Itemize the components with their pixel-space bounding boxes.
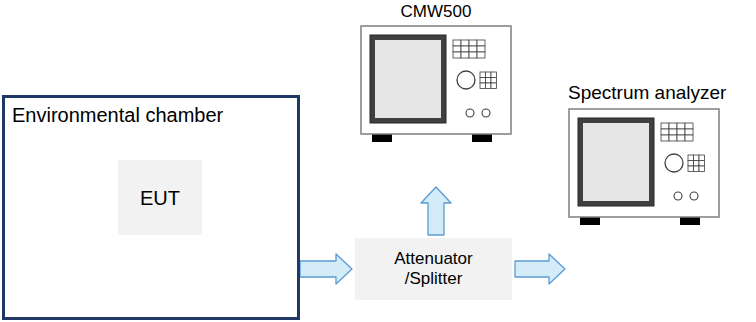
keypad-key: [685, 135, 693, 141]
instrument-icon: [360, 25, 512, 143]
rotary-knob: [665, 154, 683, 172]
keypad-key: [486, 78, 492, 84]
screen-frame: [578, 118, 654, 206]
instrument-icon: [568, 108, 720, 226]
block-arrow: [515, 254, 565, 284]
connector-port: [674, 192, 682, 200]
block-arrow: [300, 254, 352, 284]
block-arrow: [421, 187, 451, 235]
instrument-label: Spectrum analyzer: [568, 82, 726, 105]
keypad-key: [694, 166, 700, 172]
keypad-key: [688, 161, 694, 167]
keypad-key: [461, 46, 469, 52]
splitter-box: Attenuator /Splitter: [355, 238, 512, 300]
box-label: Environmental chamber: [12, 103, 223, 127]
keypad-key: [453, 52, 461, 58]
keypad-key: [480, 78, 486, 84]
connector-port: [482, 109, 490, 117]
keypad-key: [469, 52, 477, 58]
keypad-key: [677, 129, 685, 135]
keypad-key: [469, 46, 477, 52]
keypad-key: [699, 161, 705, 167]
keypad-key: [453, 46, 461, 52]
keypad-key: [477, 46, 485, 52]
keypad-key: [477, 40, 485, 46]
keypad-key: [469, 40, 477, 46]
instrument-body: [361, 26, 511, 134]
keypad-key: [669, 129, 677, 135]
keypad-key: [699, 155, 705, 161]
keypad-key: [688, 155, 694, 161]
screen: [375, 40, 441, 118]
keypad-key: [677, 123, 685, 129]
keypad-key: [661, 135, 669, 141]
keypad-key: [661, 123, 669, 129]
keypad-key: [461, 52, 469, 58]
box-label: EUT: [140, 186, 180, 210]
keypad-key: [669, 135, 677, 141]
instrument-body: [569, 109, 719, 217]
keypad-key: [685, 123, 693, 129]
keypad-key: [669, 123, 677, 129]
chamber-box: Environmental chamberEUT: [2, 95, 300, 320]
keypad-key: [477, 52, 485, 58]
instrument-label: CMW500: [401, 2, 472, 22]
keypad-key: [661, 129, 669, 135]
keypad-key: [694, 155, 700, 161]
keypad-key: [685, 129, 693, 135]
connector-port: [690, 192, 698, 200]
keypad-key: [491, 83, 497, 89]
screen: [583, 123, 649, 201]
keypad-key: [491, 78, 497, 84]
keypad-key: [480, 83, 486, 89]
keypad-key: [694, 161, 700, 167]
keypad-key: [677, 135, 685, 141]
eut-box: EUT: [118, 160, 202, 235]
keypad-key: [486, 72, 492, 78]
box-label: Attenuator /Splitter: [374, 249, 494, 290]
instrument: Spectrum analyzer: [568, 108, 720, 226]
keypad-key: [699, 166, 705, 172]
keypad-key: [491, 72, 497, 78]
keypad-key: [480, 72, 486, 78]
screen-frame: [370, 35, 446, 123]
keypad-key: [453, 40, 461, 46]
keypad-key: [461, 40, 469, 46]
instrument: CMW500: [360, 25, 512, 143]
keypad-key: [486, 83, 492, 89]
keypad-key: [688, 166, 694, 172]
connector-port: [466, 109, 474, 117]
rotary-knob: [457, 71, 475, 89]
